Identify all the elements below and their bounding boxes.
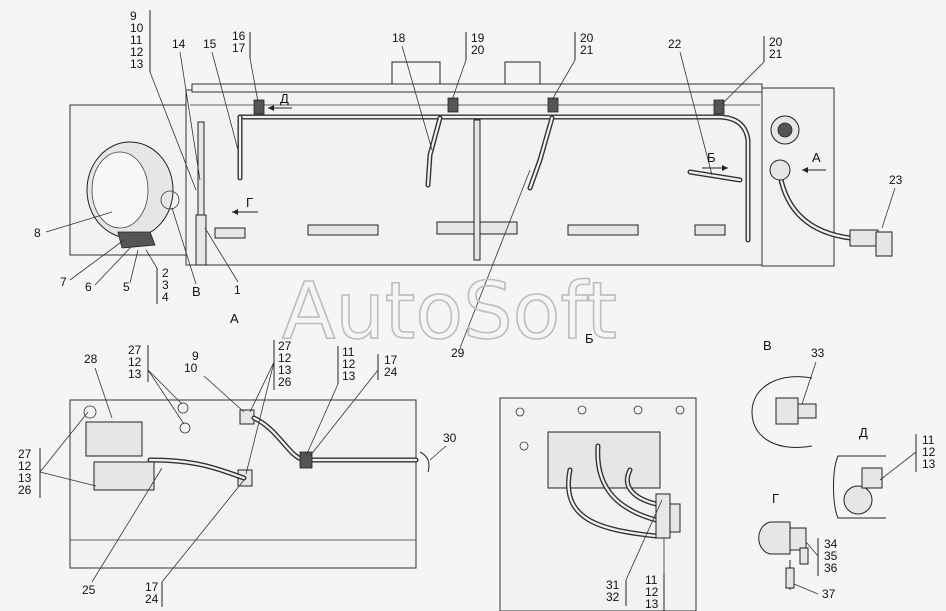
callout-13d: 13 bbox=[18, 471, 32, 485]
callout-9: 9 bbox=[130, 9, 137, 23]
callout-V: В bbox=[192, 284, 201, 299]
callout-26b: 26 bbox=[278, 375, 292, 389]
callout-17b: 17 bbox=[145, 580, 159, 594]
callout-13b: 13 bbox=[278, 363, 292, 377]
callout-27c: 27 bbox=[18, 447, 32, 461]
arrow-label-D: Д bbox=[280, 91, 289, 106]
view-d-drawing bbox=[833, 455, 886, 519]
callout-10: 10 bbox=[130, 21, 144, 35]
connector-23 bbox=[849, 229, 879, 247]
callout-12b: 12 bbox=[278, 351, 292, 365]
callout-13f: 13 bbox=[922, 457, 936, 471]
arrow-label-B: Б bbox=[707, 150, 716, 165]
callout-10b: 10 bbox=[184, 361, 198, 375]
callout-32: 32 bbox=[606, 590, 620, 604]
callout-15: 15 bbox=[203, 37, 217, 51]
callout-29: 29 bbox=[451, 346, 465, 360]
callout-13e: 13 bbox=[645, 597, 659, 611]
view-v-marker bbox=[160, 190, 180, 210]
handle-right bbox=[504, 61, 541, 84]
callout-35: 35 bbox=[824, 549, 838, 563]
callout-group-9-13: 9 10 11 12 13 bbox=[130, 9, 197, 191]
callout-12f: 12 bbox=[922, 445, 936, 459]
callout-37: 37 bbox=[822, 587, 836, 601]
callout-12: 12 bbox=[130, 45, 144, 59]
callout-20c: 20 bbox=[769, 35, 783, 49]
callout-11c: 11 bbox=[922, 433, 935, 447]
view-v-drawing bbox=[751, 376, 817, 448]
callout-18: 18 bbox=[392, 31, 406, 45]
callout-21b: 21 bbox=[769, 47, 783, 61]
callout-11: 11 bbox=[130, 33, 143, 47]
arrow-label-A: А bbox=[812, 150, 821, 165]
callout-23: 23 bbox=[889, 173, 903, 187]
callout-24b: 24 bbox=[145, 592, 159, 606]
view-b-callouts: 31 32 11 12 13 bbox=[606, 499, 665, 611]
callout-16: 16 bbox=[232, 29, 246, 43]
callout-30: 30 bbox=[443, 431, 457, 445]
callout-12e: 12 bbox=[645, 585, 659, 599]
callout-13a: 13 bbox=[128, 367, 142, 381]
callout-33: 33 bbox=[811, 346, 825, 360]
view-title-G: Г bbox=[772, 491, 779, 506]
callout-1: 1 bbox=[234, 283, 241, 297]
callout-2: 2 bbox=[162, 266, 169, 280]
callout-20a: 20 bbox=[471, 43, 485, 57]
callout-14: 14 bbox=[172, 37, 186, 51]
callout-27b: 27 bbox=[278, 339, 292, 353]
callout-36: 36 bbox=[824, 561, 838, 575]
callout-11a: 11 bbox=[342, 345, 355, 359]
callout-12c: 12 bbox=[342, 357, 356, 371]
callout-31: 31 bbox=[606, 578, 620, 592]
view-title-V: В bbox=[763, 338, 772, 353]
callout-7: 7 bbox=[60, 275, 67, 289]
view-title-B: Б bbox=[585, 331, 594, 346]
callout-11b: 11 bbox=[645, 573, 658, 587]
callout-9b: 9 bbox=[192, 349, 199, 363]
callout-34: 34 bbox=[824, 537, 838, 551]
view-g-drawing bbox=[758, 521, 809, 590]
main-callouts: 9 10 11 12 13 14 15 16 17 18 19 20 20 21… bbox=[34, 9, 903, 360]
callout-13c: 13 bbox=[342, 369, 356, 383]
view-title-D: Д bbox=[859, 425, 868, 440]
callout-4: 4 bbox=[162, 290, 169, 304]
arrow-label-G: Г bbox=[246, 195, 253, 210]
callout-28: 28 bbox=[84, 352, 98, 366]
top-rail bbox=[191, 83, 763, 93]
callout-8: 8 bbox=[34, 226, 41, 240]
view-title-A: А bbox=[230, 311, 239, 326]
callout-26c: 26 bbox=[18, 483, 32, 497]
watermark: AutoSoft bbox=[282, 267, 617, 357]
callout-25: 25 bbox=[82, 583, 96, 597]
view-b-drawing bbox=[499, 397, 697, 611]
callout-19: 19 bbox=[471, 31, 485, 45]
callout-22: 22 bbox=[668, 37, 682, 51]
callout-21a: 21 bbox=[580, 43, 594, 57]
handle-left bbox=[391, 61, 441, 84]
callout-17: 17 bbox=[232, 41, 246, 55]
callout-27a: 27 bbox=[128, 343, 142, 357]
view-a-callouts: 28 27 12 13 9 10 27 12 13 26 11 12 13 17… bbox=[18, 339, 457, 607]
callout-5: 5 bbox=[123, 280, 130, 294]
view-a-drawing bbox=[69, 399, 430, 569]
callout-12d: 12 bbox=[18, 459, 32, 473]
callout-3: 3 bbox=[162, 278, 169, 292]
callout-6: 6 bbox=[85, 280, 92, 294]
callout-20b: 20 bbox=[580, 31, 594, 45]
callout-17a: 17 bbox=[384, 353, 398, 367]
callout-24a: 24 bbox=[384, 365, 398, 379]
main-assembly-view bbox=[69, 61, 893, 267]
callout-13: 13 bbox=[130, 57, 144, 71]
callout-12a: 12 bbox=[128, 355, 142, 369]
